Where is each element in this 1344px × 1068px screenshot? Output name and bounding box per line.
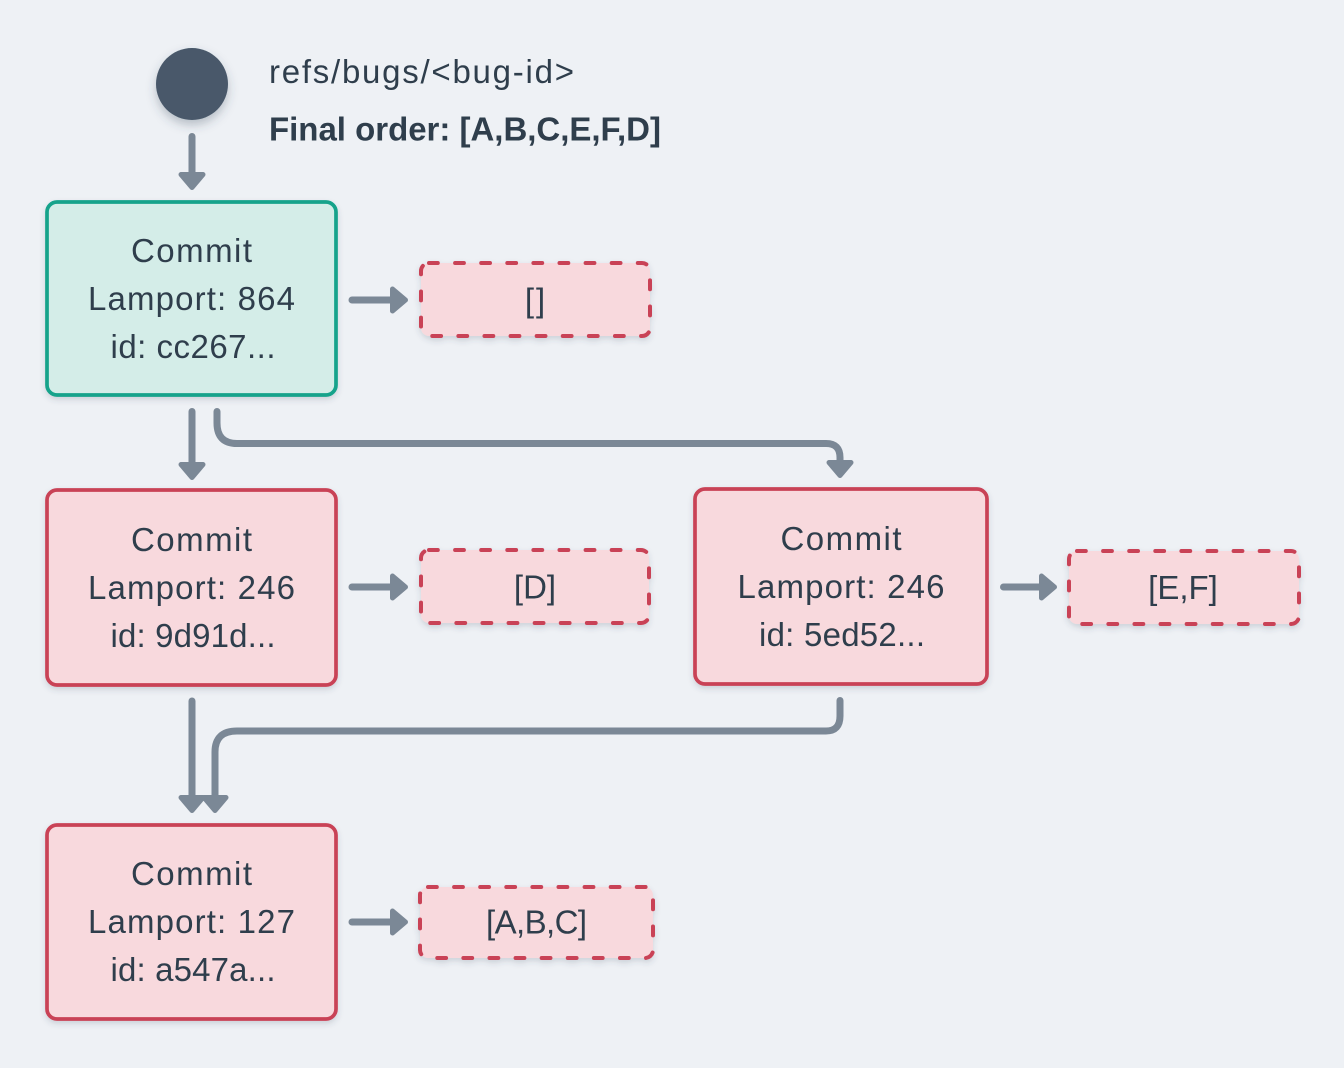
svg-text:Final order: [A,B,C,E,F,D]: Final order: [A,B,C,E,F,D] — [269, 111, 661, 148]
svg-text:Commit: Commit — [781, 520, 902, 557]
svg-text:Commit: Commit — [131, 232, 252, 269]
svg-text:[D]: [D] — [514, 569, 556, 606]
svg-text:[]: [] — [525, 282, 547, 319]
svg-text:Commit: Commit — [131, 521, 252, 558]
svg-text:id: 5ed52...: id: 5ed52... — [759, 616, 925, 653]
svg-text:refs/bugs/<bug-id>: refs/bugs/<bug-id> — [269, 53, 574, 90]
svg-text:id: cc267...: id: cc267... — [111, 328, 276, 365]
svg-text:Lamport: 127: Lamport: 127 — [88, 903, 295, 940]
svg-text:id: a547a...: id: a547a... — [111, 951, 276, 988]
svg-text:id: 9d91d...: id: 9d91d... — [111, 617, 276, 654]
svg-text:[A,B,C]: [A,B,C] — [486, 904, 587, 941]
svg-text:Commit: Commit — [131, 855, 252, 892]
svg-text:Lamport: 864: Lamport: 864 — [88, 280, 295, 317]
svg-text:Lamport: 246: Lamport: 246 — [738, 568, 945, 605]
svg-text:Lamport: 246: Lamport: 246 — [88, 569, 295, 606]
svg-text:[E,F]: [E,F] — [1148, 569, 1218, 606]
